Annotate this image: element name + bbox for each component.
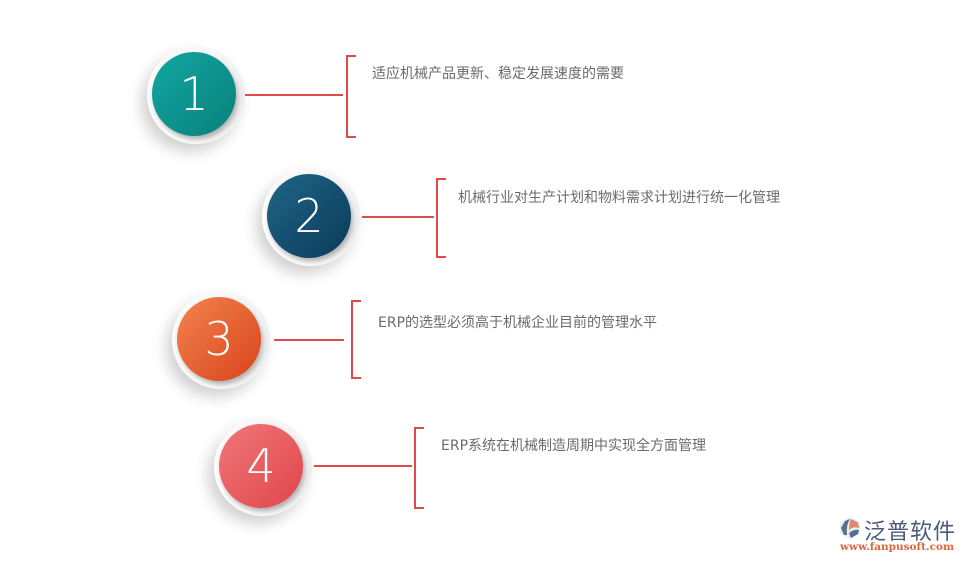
step-3-connector-line (274, 339, 344, 341)
step-2-connector-line (362, 216, 434, 218)
step-4-connector-line (314, 465, 412, 467)
step-1-number: 1 (152, 52, 236, 136)
logo-url: www.fanpusoft.com (840, 541, 955, 553)
step-4-badge: 4 (214, 418, 312, 516)
step-1-badge: 1 (147, 46, 245, 144)
step-4-number: 4 (219, 424, 303, 508)
fanpu-logo-icon (840, 517, 860, 539)
step-2-badge: 2 (262, 168, 360, 266)
step-3-bracket (351, 300, 361, 379)
step-2-text: 机械行业对生产计划和物料需求计划进行统一化管理 (458, 190, 780, 206)
fanpusoft-logo: 泛普软件 www.fanpusoft.com (838, 514, 964, 556)
step-2-bracket (436, 178, 446, 258)
step-3-text: ERP的选型必须高于机械企业目前的管理水平 (378, 315, 658, 331)
step-4-text: ERP系统在机械制造周期中实现全方面管理 (441, 438, 707, 454)
step-3-badge: 3 (172, 291, 270, 389)
step-1-text: 适应机械产品更新、稳定发展速度的需要 (372, 66, 624, 82)
step-2-number: 2 (267, 174, 351, 258)
step-3-number: 3 (177, 297, 261, 381)
step-4-bracket (414, 427, 424, 509)
step-1-connector-line (245, 94, 343, 96)
logo-name: 泛普软件 (864, 520, 957, 545)
step-1-bracket (346, 55, 356, 138)
